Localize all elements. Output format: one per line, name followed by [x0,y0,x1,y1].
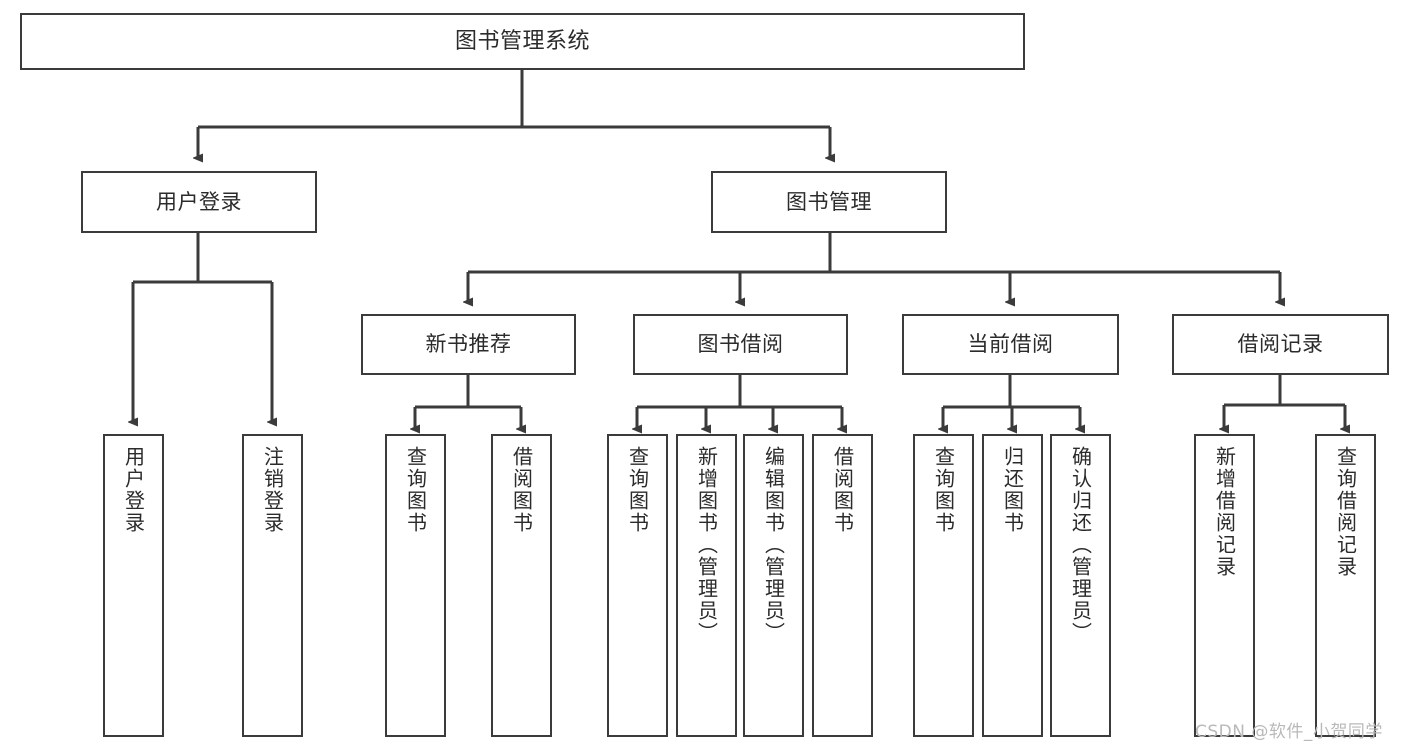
node-label: 图书管理 [786,189,872,214]
node-label: 借阅图书 [830,446,855,534]
node-book-management[interactable]: 图书管理 [711,171,947,233]
node-user-login[interactable]: 用户登录 [81,171,317,233]
node-label: 新增借阅记录 [1212,446,1237,578]
leaf-user-login-login[interactable]: 用户登录 [103,434,164,737]
leaf-current-confirm-return-admin[interactable]: 确认归还（管理员） [1050,434,1111,737]
node-label: 用户登录 [156,189,242,214]
node-new-book-recommend[interactable]: 新书推荐 [361,314,576,375]
node-label: 编辑图书（管理员） [761,446,786,644]
node-label: 查询图书 [931,446,956,534]
node-label: 借阅图书 [509,446,534,534]
leaf-current-query-book[interactable]: 查询图书 [913,434,974,737]
leaf-borrow-edit-book-admin[interactable]: 编辑图书（管理员） [743,434,804,737]
leaf-borrow-query-book[interactable]: 查询图书 [607,434,668,737]
node-book-borrow[interactable]: 图书借阅 [633,314,848,375]
node-borrow-record[interactable]: 借阅记录 [1172,314,1389,375]
node-current-borrow[interactable]: 当前借阅 [902,314,1119,375]
node-label: 新增图书（管理员） [694,446,719,644]
leaf-current-return-book[interactable]: 归还图书 [982,434,1043,737]
node-root-system[interactable]: 图书管理系统 [20,13,1025,70]
leaf-user-login-logout[interactable]: 注销登录 [242,434,303,737]
leaf-recommend-query-book[interactable]: 查询图书 [385,434,446,737]
leaf-record-query-record[interactable]: 查询借阅记录 [1315,434,1376,737]
leaf-recommend-borrow-book[interactable]: 借阅图书 [491,434,552,737]
node-label: 新书推荐 [425,332,512,357]
csdn-watermark: CSDN @软件_小贺同学 [1195,722,1383,742]
node-label: 查询图书 [403,446,428,534]
node-label: 图书管理系统 [454,28,590,54]
node-label: 归还图书 [1000,446,1025,534]
node-label: 注销登录 [260,446,285,534]
leaf-borrow-borrow-book[interactable]: 借阅图书 [812,434,873,737]
leaf-borrow-add-book-admin[interactable]: 新增图书（管理员） [676,434,737,737]
node-label: 确认归还（管理员） [1068,446,1093,644]
leaf-record-add-record[interactable]: 新增借阅记录 [1194,434,1255,737]
node-label: 当前借阅 [967,332,1054,357]
node-label: 图书借阅 [697,332,784,357]
node-label: 查询借阅记录 [1333,446,1358,578]
node-label: 查询图书 [625,446,650,534]
node-label: 借阅记录 [1237,332,1324,357]
node-label: 用户登录 [121,446,146,534]
